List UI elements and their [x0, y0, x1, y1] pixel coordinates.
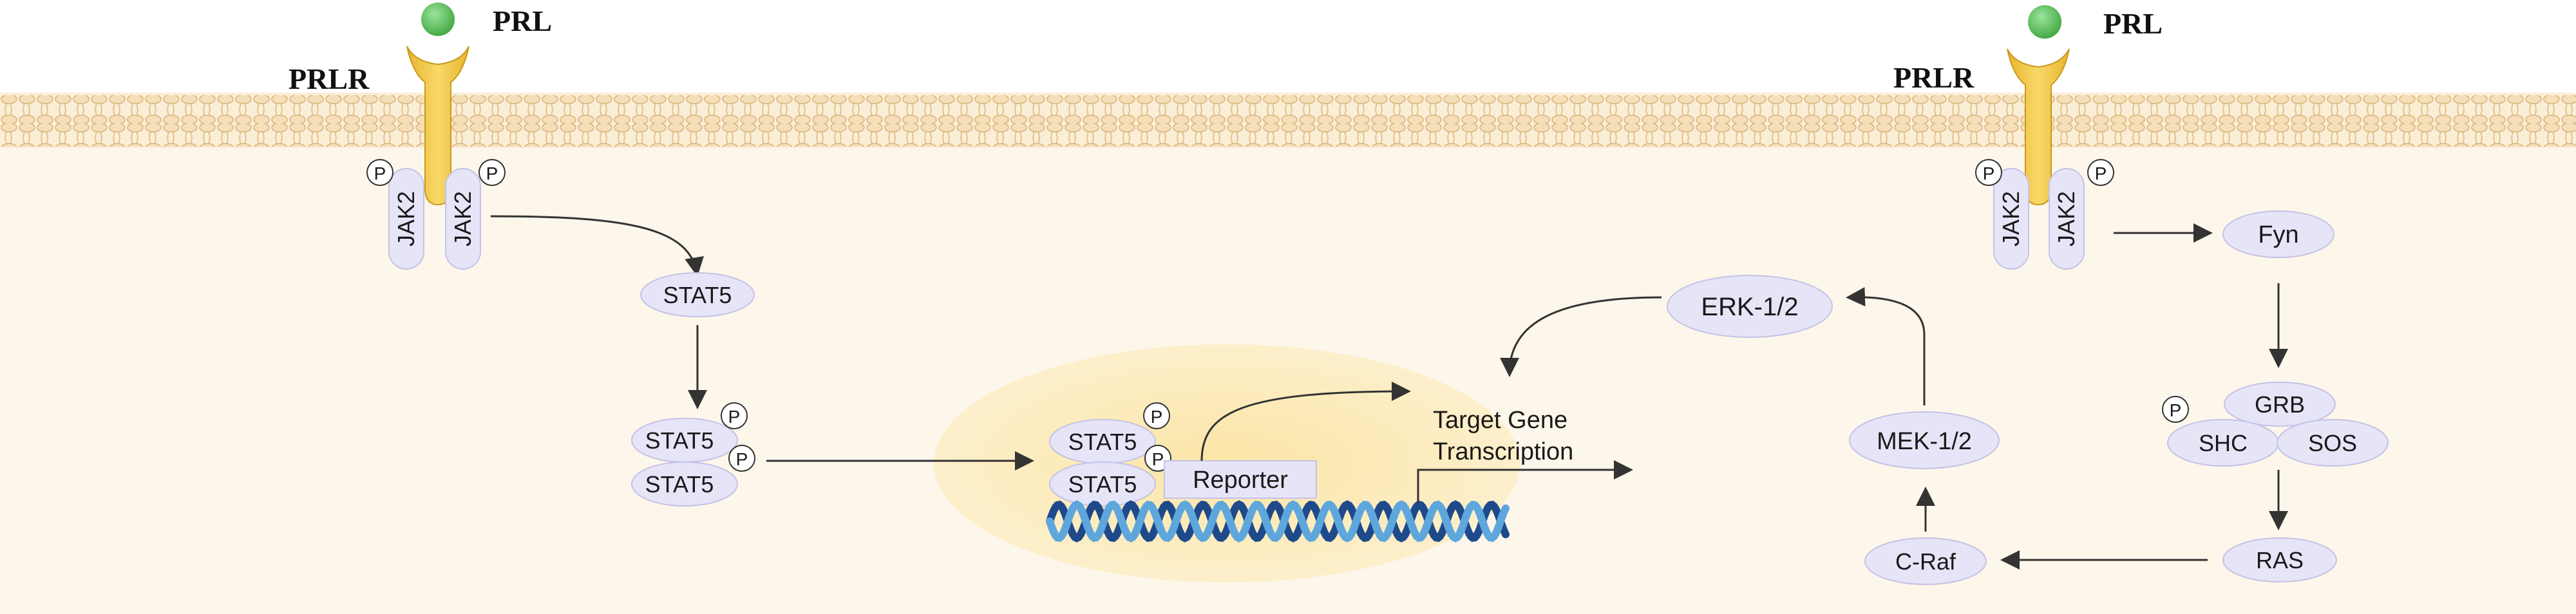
left-receptor-complex: PRL PRLR JAK2 JAK2 P P [289, 3, 552, 270]
svg-text:P: P [1151, 407, 1163, 427]
jak2-right-a [1993, 168, 2029, 270]
jak2-left-b-label: JAK2 [450, 191, 476, 247]
mek-node: MEK-1/2 [1849, 411, 2000, 469]
svg-text:Reporter: Reporter [1193, 467, 1288, 494]
phospho-icon: P [2162, 396, 2189, 423]
jak2-right-b-label: JAK2 [2053, 191, 2079, 247]
svg-text:ERK-1/2: ERK-1/2 [1701, 293, 1798, 321]
dna-strand [1046, 500, 1510, 543]
craf-node: C-Raf [1864, 537, 1987, 585]
sos-label: SOS [2308, 430, 2357, 456]
jak2-left-a [388, 168, 424, 270]
phospho-icon: P [721, 402, 748, 429]
svg-text:C-Raf: C-Raf [1895, 548, 1956, 575]
grb-label: GRB [2255, 391, 2305, 418]
svg-text:STAT5: STAT5 [663, 282, 732, 308]
svg-text:P: P [486, 163, 498, 183]
phospho-icon: P [2087, 159, 2114, 186]
grb-shc-sos-complex: GRB SHC SOS P [2162, 382, 2389, 467]
phospho-icon: P [478, 159, 506, 186]
phospho-icon: P [366, 159, 393, 186]
right-prl-label: PRL [2103, 7, 2163, 40]
cell-membrane [0, 93, 2576, 148]
phospho-icon: P [1143, 402, 1170, 429]
stat5-dimer-cytoplasm: STAT5 STAT5 P P [631, 402, 755, 507]
svg-text:STAT5: STAT5 [645, 427, 714, 454]
prl-ligand-icon [421, 3, 455, 36]
svg-text:P: P [736, 449, 748, 469]
target-gene-label-line2: Transcription [1433, 438, 1573, 465]
svg-text:Fyn: Fyn [2258, 221, 2298, 248]
target-gene-label-line1: Target Gene [1433, 407, 1567, 434]
dna-helix [1046, 500, 1510, 543]
left-prl-label: PRL [493, 5, 552, 37]
left-prlr-label: PRLR [289, 62, 370, 95]
svg-text:STAT5: STAT5 [1068, 429, 1137, 455]
fyn-node: Fyn [2222, 210, 2334, 258]
svg-text:MEK-1/2: MEK-1/2 [1877, 428, 1972, 455]
svg-text:STAT5: STAT5 [1068, 471, 1137, 498]
svg-text:P: P [2095, 163, 2107, 183]
right-prlr-label: PRLR [1893, 61, 1975, 94]
arrow-mek-to-erk [1846, 287, 1926, 405]
svg-text:P: P [728, 407, 741, 427]
svg-text:P: P [1152, 449, 1164, 469]
right-receptor-complex: PRL PRLR JAK2 JAK2 P P [1893, 5, 2163, 270]
svg-text:P: P [2170, 400, 2182, 420]
jak2-left-a-label: JAK2 [393, 191, 419, 247]
phospho-icon: P [728, 445, 755, 472]
jak2-right-b [2049, 168, 2085, 270]
arrow-erk-to-target [1500, 296, 1662, 377]
jak2-right-a-label: JAK2 [1998, 191, 2024, 247]
svg-text:P: P [1983, 163, 1995, 183]
svg-text:STAT5: STAT5 [645, 471, 714, 498]
reporter-box: Reporter [1164, 460, 1317, 499]
erk-node: ERK-1/2 [1667, 275, 1833, 338]
arrow-transcription-start [1417, 460, 1633, 503]
stat5-node: STAT5 [640, 272, 755, 317]
prl-ligand-icon [2028, 5, 2061, 39]
arrow-reporter-to-target [1200, 382, 1411, 461]
shc-label: SHC [2199, 430, 2248, 456]
svg-text:P: P [374, 163, 386, 183]
jak2-left-b [445, 168, 481, 270]
ras-node: RAS [2222, 537, 2337, 582]
svg-text:RAS: RAS [2256, 547, 2304, 573]
phospho-icon: P [1975, 159, 2002, 186]
arrow-jak2-to-stat5 [490, 215, 704, 277]
